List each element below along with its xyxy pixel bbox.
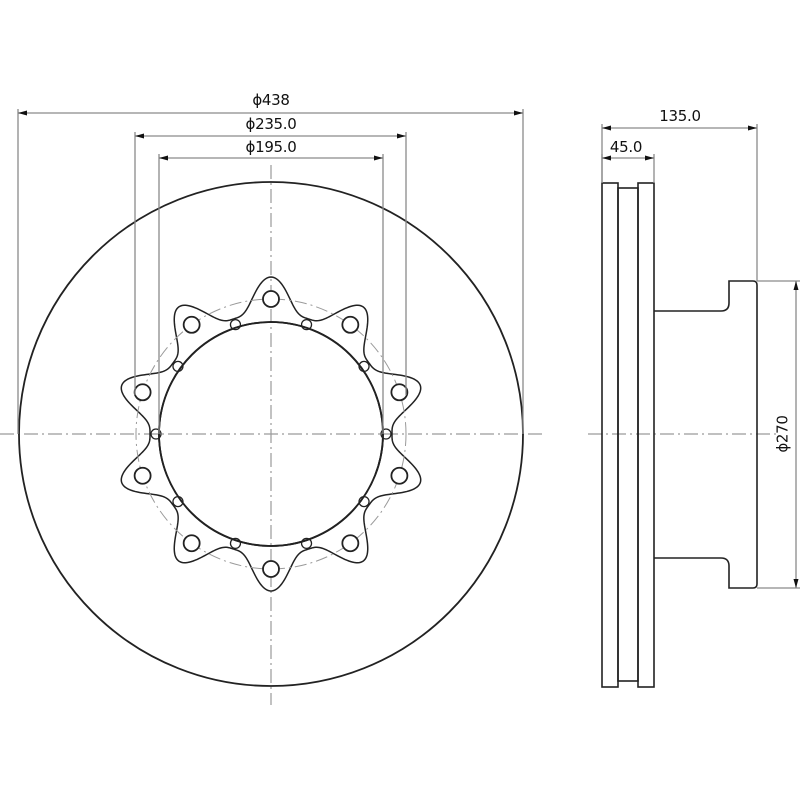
dimension-label-pcd-diameter: ϕ235.0 (245, 115, 297, 133)
dimension-arrow (159, 155, 168, 161)
pitch-circle (135, 298, 407, 570)
dimension-label-outer-diameter: ϕ438 (252, 91, 290, 109)
relief-hole (300, 537, 313, 550)
relief-hole (229, 318, 242, 331)
relief-hole (150, 428, 162, 440)
dimension-arrow (397, 133, 406, 139)
dimension-lines (17, 109, 800, 589)
bolt-hole (133, 466, 152, 485)
dimension-label-total-height: 135.0 (659, 107, 701, 125)
friction-plate-outer (601, 182, 619, 688)
relief-hole (229, 537, 242, 550)
bolt-hole (182, 534, 201, 553)
dimension-label-disc-thickness: 45.0 (609, 138, 643, 156)
front-view (0, 165, 545, 705)
dimension-arrow (18, 110, 27, 116)
side-view (588, 182, 778, 688)
relief-hole (380, 428, 392, 440)
dimension-arrow (793, 579, 799, 588)
bolt-hole (390, 383, 409, 402)
relief-hole (300, 318, 313, 331)
bolt-hole (262, 290, 280, 308)
dimension-arrow (748, 125, 757, 131)
bolt-hole (182, 315, 201, 334)
friction-plate-inner (637, 182, 655, 688)
dimension-arrow (135, 133, 144, 139)
scalloped-hub-outline (120, 276, 422, 592)
dimension-arrow (602, 155, 611, 161)
dimension-label-hub-diameter: ϕ270 (773, 415, 792, 453)
hat-and-hub-flange (654, 280, 758, 589)
dimension-arrow (645, 155, 654, 161)
dimension-arrow (602, 125, 611, 131)
bolt-hole (341, 315, 360, 334)
dimension-arrow (374, 155, 383, 161)
bolt-hole (133, 383, 152, 402)
bolt-hole (390, 466, 409, 485)
dimension-arrow (793, 281, 799, 290)
dimension-arrow (514, 110, 523, 116)
dimension-label-bore-diameter: ϕ195.0 (245, 138, 297, 156)
bolt-hole (262, 560, 280, 578)
bolt-hole (341, 534, 360, 553)
